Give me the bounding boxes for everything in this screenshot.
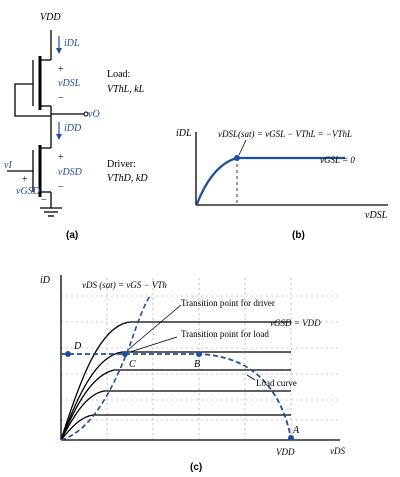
driver-plus: + — [58, 152, 64, 163]
driver-params: VThD, kD — [107, 173, 148, 184]
driver-title: Driver: — [107, 159, 136, 170]
b-curve-rise — [195, 156, 238, 205]
vdd-label: VDD — [40, 12, 61, 23]
load-point-pointer — [129, 336, 178, 353]
load-curve-label: Load curve — [256, 378, 297, 388]
load-curve — [61, 353, 292, 439]
vo-label: vO — [88, 109, 100, 120]
gate-minus: − — [41, 195, 47, 206]
vgsd-curve-label: vGSD = VDD — [270, 318, 321, 328]
point-d-marker — [65, 351, 71, 357]
c-vdd-tick: VDD — [276, 447, 295, 457]
load-title: Load: — [107, 69, 130, 80]
output-node — [83, 111, 89, 117]
gate-plus: + — [22, 174, 28, 185]
point-d-label: D — [73, 341, 82, 352]
nmos-inverter-circuit: VDD vO iDL + vDSL − Load: VThL, kL iDD v… — [4, 12, 148, 241]
load-minus: − — [58, 93, 64, 104]
load-characteristic-plot: iDL vDSL vDSL(sat) = vGSL − VThL = −VThL… — [176, 128, 388, 241]
point-a-label: A — [292, 425, 300, 436]
b-sat-point — [234, 155, 240, 161]
point-a-marker — [288, 435, 294, 441]
vi-label: vI — [4, 160, 12, 171]
c-sat-eq: vDS (sat) = vGS − VTh — [82, 280, 167, 290]
b-y-label: iDL — [176, 128, 192, 139]
idd-label: iDD — [64, 123, 82, 134]
caption-a: (a) — [66, 230, 78, 241]
caption-c: (c) — [190, 462, 202, 473]
load-line-plot: iD vDS D C B A vDS (sat) = vGS − VTh Tra… — [40, 275, 345, 473]
vgsd-label: vGSD — [16, 186, 41, 197]
load-gate-tie — [14, 83, 51, 117]
load-curve-pointer — [246, 374, 256, 381]
point-c-label: C — [129, 359, 136, 370]
load-point-label: Transition point for load — [181, 329, 269, 339]
idd-arrowhead — [56, 134, 62, 140]
point-b-label: B — [194, 359, 200, 370]
point-c-marker — [122, 351, 128, 357]
load-params: VThL, kL — [107, 84, 145, 95]
driver-point-pointer — [128, 304, 182, 350]
ground-icon — [40, 207, 62, 217]
driver-point-label: Transition point for driver — [181, 298, 275, 308]
driver-minus: − — [58, 182, 64, 193]
c-y-label: iD — [40, 275, 51, 286]
load-plus: + — [58, 64, 64, 75]
idl-label: iDL — [64, 38, 80, 49]
idl-arrowhead — [56, 48, 62, 54]
vdsl-label: vDSL — [58, 78, 81, 89]
b-pointer — [238, 139, 247, 156]
b-x-label: vDSL — [365, 210, 388, 221]
saturation-boundary — [60, 295, 151, 441]
caption-b: (b) — [292, 230, 305, 241]
b-sat-eq: vDSL(sat) = vGSL − VThL = −VThL — [218, 129, 352, 139]
vdsd-label: vDSD — [58, 167, 83, 178]
c-x-label: vDS — [330, 446, 345, 456]
b-curve-label: vGSL = 0 — [320, 155, 355, 165]
point-b-marker — [196, 351, 202, 357]
